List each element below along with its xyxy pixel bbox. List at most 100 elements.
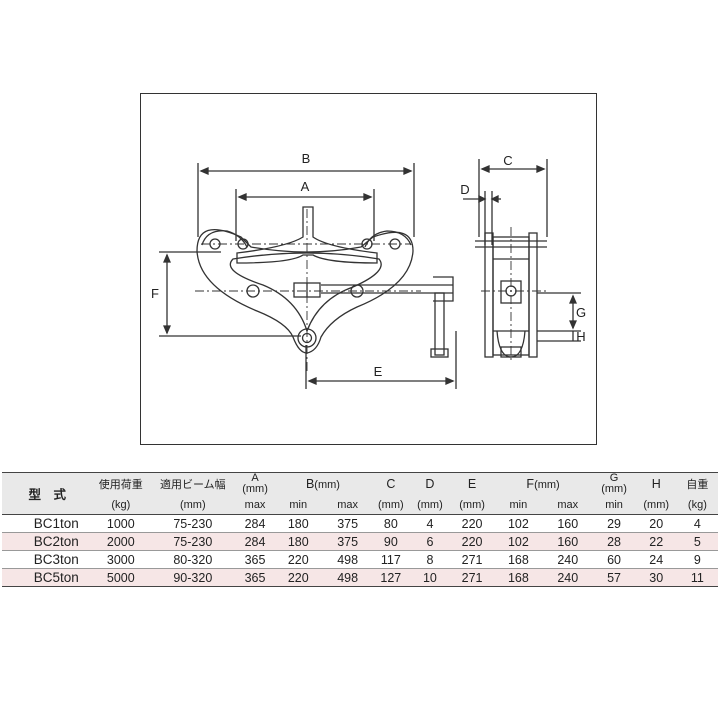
- header-a-max: max: [244, 498, 266, 511]
- cell-g: 28: [592, 532, 636, 551]
- header-f-max: max: [557, 498, 579, 511]
- cell-a: 284: [236, 514, 274, 533]
- cell-c: 80: [372, 514, 410, 533]
- clamp-side-view: [463, 159, 581, 358]
- cell-f-max: 240: [543, 568, 593, 587]
- header-f-unit: (mm): [534, 479, 560, 491]
- dimension-b: [197, 163, 415, 237]
- cell-c: 127: [372, 568, 410, 587]
- cell-beam: 90-320: [149, 568, 237, 587]
- table-header: 型 式 使用荷重 適用ビーム幅 A (mm) B(mm) C D E F(mm)…: [2, 472, 718, 515]
- cell-e: 271: [450, 568, 494, 587]
- header-beam-title: 適用ビーム幅: [159, 479, 226, 491]
- header-weight-unit: (kg): [687, 498, 707, 511]
- header-e-unit: (mm): [459, 498, 485, 511]
- table-row: BC5ton 5000 90-320 365 220 498 127 10 27…: [2, 568, 718, 587]
- header-g-title: G (mm): [592, 473, 635, 496]
- cell-d: 8: [409, 550, 451, 569]
- header-a-unit: (mm): [242, 483, 268, 495]
- cell-b-min: 180: [273, 514, 323, 533]
- cell-d: 6: [409, 532, 451, 551]
- spec-table: 型 式 使用荷重 適用ビーム幅 A (mm) B(mm) C D E F(mm)…: [2, 472, 718, 587]
- header-beam-unit: (mm): [179, 498, 206, 511]
- dimension-f: [159, 251, 301, 337]
- cell-b-min: 180: [273, 532, 323, 551]
- beam-clamp-drawing: B A F E C D G H: [151, 151, 586, 389]
- cell-weight: 9: [676, 550, 718, 569]
- header-load-title: 使用荷重: [98, 479, 143, 491]
- cell-a: 284: [236, 532, 274, 551]
- header-f-letter: F: [526, 477, 535, 491]
- header-weight-title: 自重: [686, 479, 709, 491]
- cell-f-max: 240: [543, 550, 593, 569]
- cell-model: BC3ton: [2, 550, 93, 569]
- cell-e: 220: [450, 532, 494, 551]
- header-b-letter: B: [305, 477, 315, 491]
- header-a-title: A (mm): [237, 473, 274, 496]
- header-model: 型 式: [28, 488, 67, 502]
- cell-b-min: 220: [273, 550, 323, 569]
- cell-beam: 80-320: [149, 550, 237, 569]
- header-b-min: min: [289, 498, 308, 511]
- cell-load: 1000: [92, 514, 150, 533]
- cell-f-min: 102: [493, 532, 544, 551]
- header-d-letter: D: [425, 477, 435, 491]
- label-d: D: [460, 182, 469, 197]
- header-load-unit: (kg): [111, 498, 131, 511]
- cell-weight: 11: [676, 568, 718, 587]
- cell-model: BC5ton: [2, 568, 93, 587]
- header-b-unit: (mm): [314, 479, 340, 491]
- cell-model: BC1ton: [2, 514, 93, 533]
- cell-h: 30: [635, 568, 677, 587]
- header-c-letter: C: [386, 477, 396, 491]
- cell-d: 4: [409, 514, 451, 533]
- cell-b-max: 498: [322, 550, 373, 569]
- table-row: BC3ton 3000 80-320 365 220 498 117 8 271…: [2, 550, 718, 569]
- header-a-letter: A: [251, 472, 259, 484]
- header-g-unit: (mm): [601, 483, 627, 495]
- label-h: H: [576, 329, 585, 344]
- table-row: BC2ton 2000 75-230 284 180 375 90 6 220 …: [2, 532, 718, 551]
- header-f-min: min: [509, 498, 528, 511]
- cell-c: 117: [372, 550, 410, 569]
- cell-h: 24: [635, 550, 677, 569]
- header-e-letter: E: [467, 477, 477, 491]
- label-c: C: [503, 153, 512, 168]
- header-c-unit: (mm): [378, 498, 404, 511]
- cell-a: 365: [236, 568, 274, 587]
- label-b: B: [302, 151, 311, 166]
- cell-load: 3000: [92, 550, 150, 569]
- header-f-title: F(mm): [494, 473, 593, 496]
- cell-beam: 75-230: [149, 532, 237, 551]
- cell-d: 10: [409, 568, 451, 587]
- cell-b-max: 375: [322, 514, 373, 533]
- header-d-unit: (mm): [417, 498, 443, 511]
- label-a: A: [301, 179, 310, 194]
- cell-g: 57: [592, 568, 636, 587]
- cell-a: 365: [236, 550, 274, 569]
- cell-load: 2000: [92, 532, 150, 551]
- cell-g: 29: [592, 514, 636, 533]
- cell-beam: 75-230: [149, 514, 237, 533]
- header-g-min: min: [605, 498, 623, 511]
- header-b-title: B(mm): [274, 473, 373, 496]
- label-g: G: [576, 305, 586, 320]
- cell-g: 60: [592, 550, 636, 569]
- label-e: E: [374, 364, 383, 379]
- header-h-unit: (mm): [643, 498, 670, 511]
- header-b-max: max: [337, 498, 359, 511]
- cell-f-min: 168: [493, 568, 544, 587]
- dimension-a: [235, 189, 375, 241]
- cell-weight: 5: [676, 532, 718, 551]
- cell-weight: 4: [676, 514, 718, 533]
- cell-c: 90: [372, 532, 410, 551]
- cell-b-max: 375: [322, 532, 373, 551]
- dimension-e: [305, 331, 457, 389]
- clamp-front-view: [196, 206, 454, 358]
- cell-e: 271: [450, 550, 494, 569]
- cell-f-max: 160: [543, 532, 593, 551]
- cell-b-max: 498: [322, 568, 373, 587]
- cell-b-min: 220: [273, 568, 323, 587]
- cell-f-min: 168: [493, 550, 544, 569]
- cell-h: 20: [635, 514, 677, 533]
